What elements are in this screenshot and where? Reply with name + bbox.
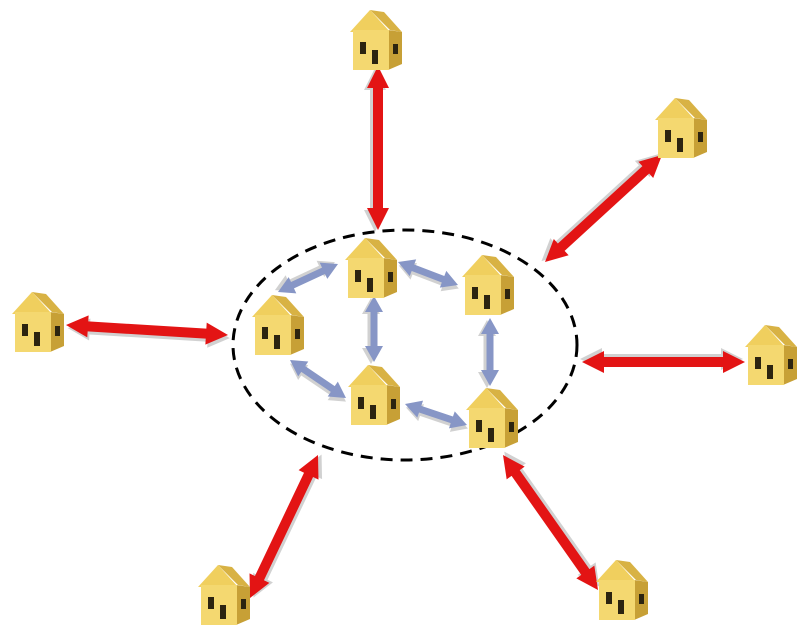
internal-link-arrow (478, 318, 499, 388)
external-link-arrow (502, 451, 600, 590)
external-link-arrow (364, 66, 389, 232)
external-link-arrow (541, 154, 662, 262)
internal-link-arrow (289, 360, 346, 402)
internal-links (274, 259, 499, 432)
cluster-boundary (231, 228, 579, 462)
external-link-arrow (249, 454, 323, 598)
internal-link-arrow (274, 260, 338, 294)
internal-link-arrow (398, 259, 459, 292)
external-link-arrow (580, 348, 745, 373)
external-link-arrow (66, 315, 230, 348)
internal-link-arrow (405, 400, 468, 432)
external-links (66, 66, 745, 598)
internal-link-arrow (362, 296, 383, 364)
